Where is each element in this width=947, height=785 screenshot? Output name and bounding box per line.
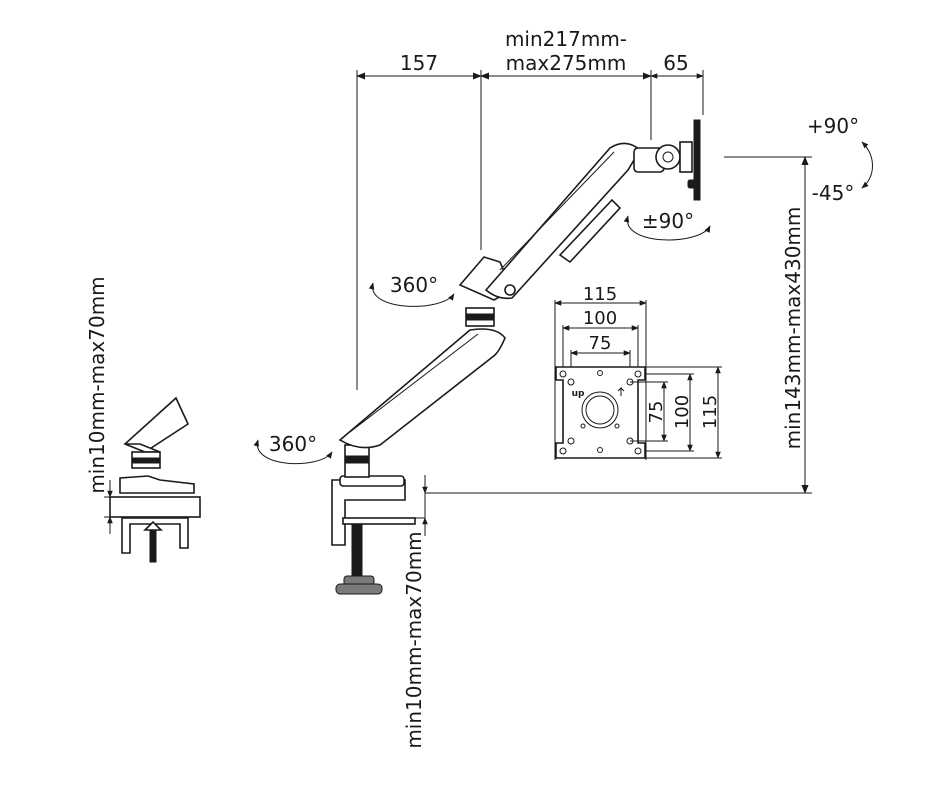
vesa-plate-detail: 115 100 75 up 75 100 115 bbox=[554, 284, 722, 460]
head-knob bbox=[655, 144, 681, 170]
clamp-knob-base bbox=[335, 583, 383, 595]
vesa-plate-side bbox=[693, 119, 701, 201]
head-bracket bbox=[679, 141, 693, 173]
dim-label-arm-range-1: min217mm- bbox=[505, 27, 627, 51]
vesa-hole-bl-100 bbox=[559, 447, 567, 455]
vesa-hole-bottom bbox=[597, 447, 603, 453]
top-dimensions: 157 min217mm- max275mm 65 bbox=[356, 27, 704, 390]
vesa-hole-top bbox=[597, 370, 603, 376]
elbow-rotation-label: 360° bbox=[390, 273, 438, 297]
vesa-hole-bl-75 bbox=[567, 437, 575, 445]
base-rotation-label: 360° bbox=[269, 432, 317, 456]
clamp-screw bbox=[351, 523, 363, 577]
base-column-ring bbox=[344, 455, 370, 464]
desk-thickness-main-label: min10mm-max70mm bbox=[402, 531, 426, 748]
vesa-label-115-v: 115 bbox=[700, 395, 721, 429]
vesa-hole-inner-l bbox=[580, 423, 586, 429]
vesa-center-hole bbox=[581, 391, 619, 429]
vesa-label-75-h: 75 bbox=[589, 333, 612, 354]
side-arrow-up-icon bbox=[143, 520, 163, 531]
curved-double-arrow-icon bbox=[368, 282, 455, 307]
clamp-top-plate bbox=[339, 475, 405, 487]
dim-label-65: 65 bbox=[663, 51, 688, 75]
dim-label-height-range: min143mm-max430mm bbox=[781, 207, 805, 450]
dim-label-arm-range-2: max275mm bbox=[506, 51, 627, 75]
side-column-ring bbox=[131, 457, 161, 464]
elbow-ring bbox=[465, 313, 495, 321]
upper-arm bbox=[484, 142, 642, 300]
vesa-plate-screw bbox=[687, 179, 697, 189]
tilt-up-label: +90° bbox=[807, 114, 859, 138]
elbow-pivot-screw bbox=[504, 284, 516, 296]
side-desk bbox=[109, 496, 201, 518]
vesa-label-100-v: 100 bbox=[672, 395, 693, 429]
vesa-up-arrow-icon bbox=[617, 386, 625, 396]
tilt-annotation: +90° -45° bbox=[807, 114, 873, 205]
vesa-plate bbox=[555, 366, 646, 459]
curved-double-arrow-icon bbox=[623, 215, 711, 241]
vesa-hole-inner-r bbox=[614, 423, 620, 429]
clamp-lower-plate bbox=[342, 517, 416, 525]
side-clamp-bracket bbox=[121, 517, 189, 554]
vesa-label-75-v: 75 bbox=[646, 401, 667, 424]
cable-cover bbox=[558, 198, 622, 264]
curved-double-arrow-icon bbox=[253, 439, 333, 465]
vesa-hole-tl-100 bbox=[559, 370, 567, 378]
side-view: min10mm-max70mm bbox=[85, 276, 201, 563]
curved-double-arrow-icon bbox=[861, 141, 873, 189]
side-clamp-top bbox=[119, 475, 195, 494]
head-knob-center bbox=[662, 151, 674, 163]
dim-label-157: 157 bbox=[400, 51, 438, 75]
height-dimension: min143mm-max430mm bbox=[425, 156, 812, 494]
monitor-arm-assembly: 360° 360° ±90° bbox=[253, 119, 711, 595]
vesa-up-marker: up bbox=[572, 389, 585, 399]
lower-arm-edge bbox=[349, 333, 479, 433]
head-swivel-label: ±90° bbox=[642, 209, 694, 233]
desk-clamp bbox=[331, 475, 416, 595]
tilt-down-label: -45° bbox=[812, 181, 855, 205]
clamp-body bbox=[331, 479, 406, 546]
desk-thickness-side-label: min10mm-max70mm bbox=[85, 276, 109, 493]
vesa-hole-tr-100 bbox=[634, 370, 642, 378]
lower-arm bbox=[338, 328, 506, 449]
vesa-hole-br-100 bbox=[634, 447, 642, 455]
vesa-center-ring bbox=[585, 395, 615, 425]
vesa-label-100-h: 100 bbox=[583, 308, 617, 329]
upper-arm-edge bbox=[499, 151, 615, 271]
desk-thickness-main: min10mm-max70mm bbox=[402, 475, 428, 749]
vesa-hole-tl-75 bbox=[567, 378, 575, 386]
vesa-label-115-h: 115 bbox=[583, 284, 617, 305]
